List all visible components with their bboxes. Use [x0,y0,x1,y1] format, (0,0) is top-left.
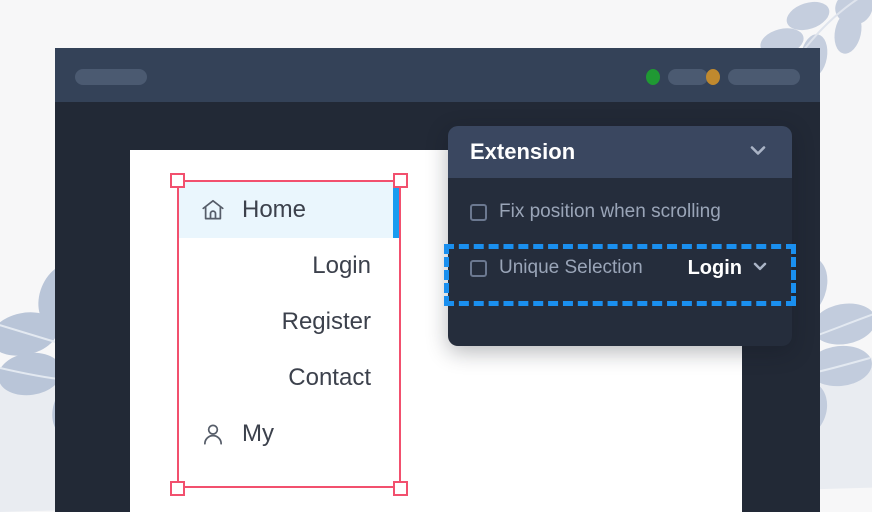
nav-item-label: Register [281,308,371,335]
extension-popup-header[interactable]: Extension [448,126,792,178]
selection-handle-bottom-left[interactable] [170,481,185,496]
checkbox-fix-position[interactable] [470,203,487,221]
titlebar-middle-pill[interactable] [668,69,708,85]
nav-item-login[interactable]: Login [178,238,401,294]
amber-dot-icon[interactable] [706,69,720,85]
chevron-down-icon[interactable] [750,256,770,281]
chevron-down-icon[interactable] [746,138,770,167]
selection-handle-top-right[interactable] [393,173,408,188]
site-navigation: Home Login Register Contact My [178,182,401,462]
option-label: Fix position when scrolling [499,201,721,222]
extension-popup: Extension Fix position when scrolling Un… [448,126,792,346]
page-title: Extension [470,139,576,164]
nav-item-label: Home [242,196,307,223]
nav-item-label: Login [312,252,371,279]
selection-handle-bottom-right[interactable] [393,481,408,496]
nav-item-label: My [242,420,274,447]
selected-element-value: Login [687,256,742,279]
option-label: Unique Selection [499,257,643,278]
nav-item-my[interactable]: My [178,406,401,462]
active-accent-bar [393,182,401,238]
green-dot-icon[interactable] [646,69,660,85]
nav-item-register[interactable]: Register [178,294,401,350]
nav-item-label: Contact [288,364,371,391]
titlebar-right-pill[interactable] [728,69,800,85]
user-icon [200,421,230,447]
titlebar-left-pill[interactable] [75,69,147,85]
nav-item-home[interactable]: Home [178,182,401,238]
selection-handle-top-left[interactable] [170,173,185,188]
checkbox-unique-selection[interactable] [470,259,487,277]
home-icon [200,197,230,223]
option-fix-position-row[interactable]: Fix position when scrolling [448,184,792,240]
nav-item-contact[interactable]: Contact [178,350,401,406]
window-titlebar [55,48,820,102]
option-unique-selection-row[interactable]: Unique Selection Login [448,240,792,296]
